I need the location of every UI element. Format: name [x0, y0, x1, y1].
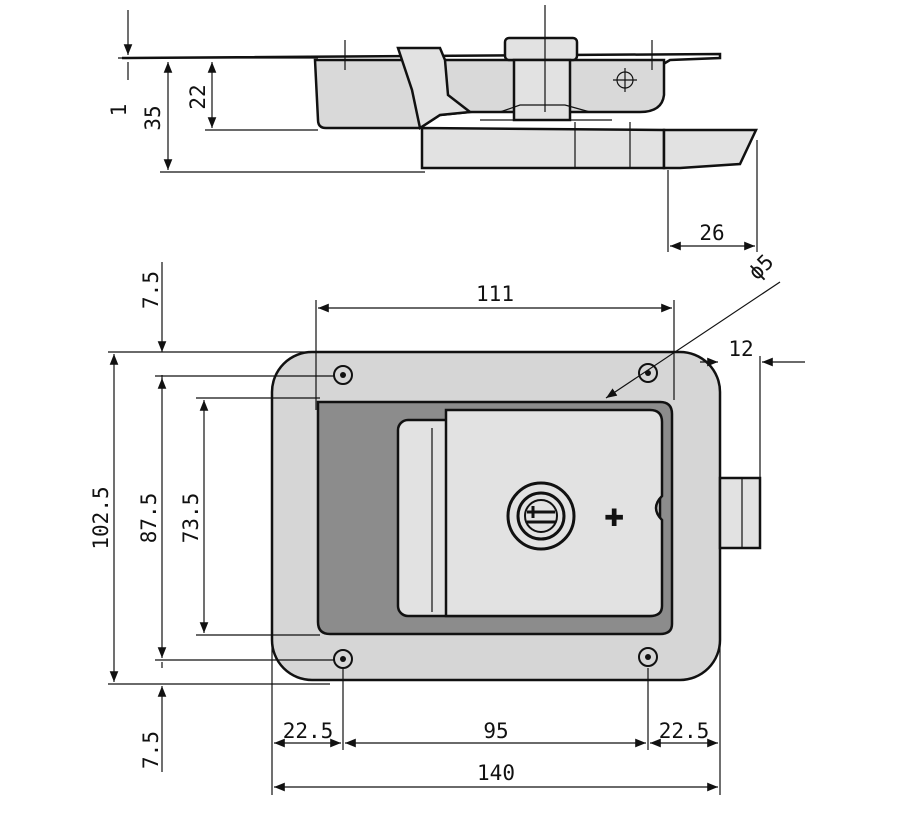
dim-22: 22	[186, 84, 210, 109]
front-view: ✚ 111 ϕ5 12 7.	[89, 250, 805, 795]
dim-22-5-left: 22.5	[283, 719, 334, 743]
side-view: 1 35 22 26	[107, 5, 758, 252]
screw-hole-bottom-right-icon	[638, 647, 658, 667]
side-housing	[313, 58, 666, 130]
brand-mark-icon: ✚	[604, 504, 624, 532]
screw-hole-top-left-icon	[333, 365, 353, 385]
dim-12: 12	[728, 337, 753, 361]
dim-7-5-bottom: 7.5	[139, 731, 163, 769]
dim-22-5-right: 22.5	[659, 719, 710, 743]
side-paddle	[420, 126, 666, 170]
dim-140: 140	[477, 761, 515, 785]
lock-cylinder-icon	[506, 481, 576, 551]
dim-35: 35	[141, 105, 165, 130]
dim-phi5: ϕ5	[744, 250, 779, 285]
dim-111: 111	[476, 282, 514, 306]
front-bolt	[718, 476, 762, 550]
dim-87-5: 87.5	[137, 493, 161, 544]
dim-73-5: 73.5	[179, 493, 203, 544]
dim-102-5: 102.5	[89, 486, 113, 549]
side-lever	[396, 46, 474, 131]
side-lock-body	[512, 58, 572, 122]
side-bolt	[662, 128, 758, 170]
dim-26: 26	[699, 221, 724, 245]
dim-7-5-top: 7.5	[139, 271, 163, 309]
dim-95: 95	[483, 719, 508, 743]
dim-1: 1	[107, 104, 131, 117]
side-lock-cylinder	[503, 36, 579, 62]
